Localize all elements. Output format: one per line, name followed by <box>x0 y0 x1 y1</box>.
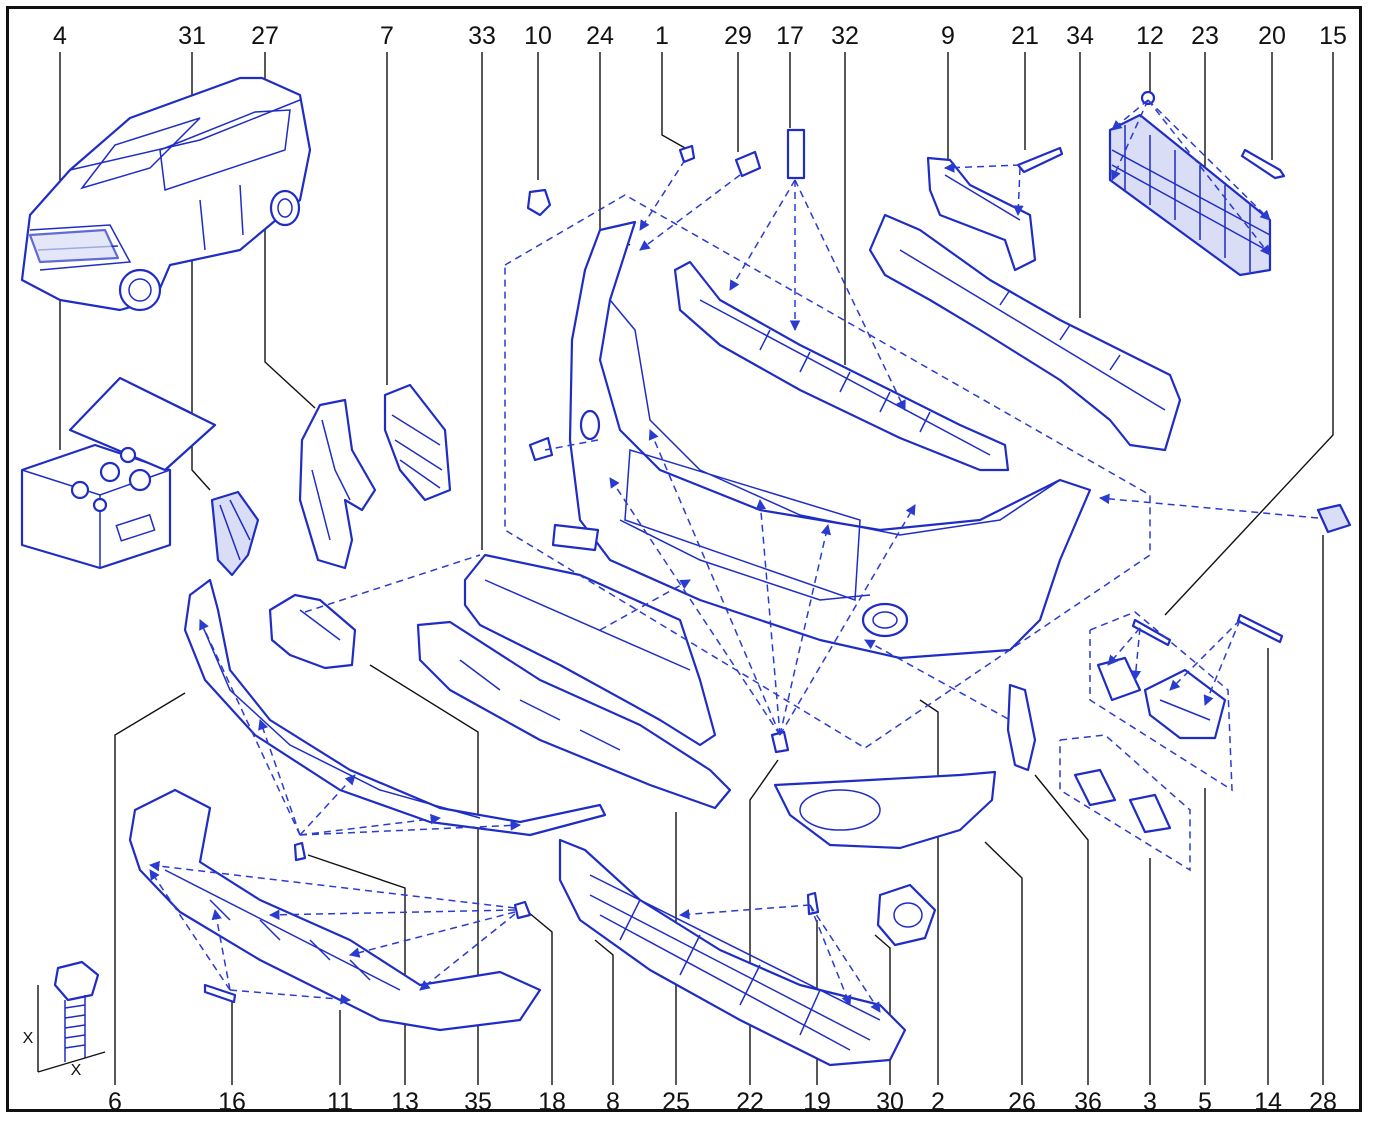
callout-34: 34 <box>1066 22 1094 50</box>
part-17-spacer <box>786 128 806 180</box>
part-7-grille-insert <box>383 383 452 502</box>
part-4-kit-box <box>20 376 217 570</box>
callout-2: 2 <box>931 1088 945 1116</box>
part-14-rivet <box>1236 613 1284 644</box>
callout-35: 35 <box>464 1088 492 1116</box>
callout-32: 32 <box>831 22 859 50</box>
callout-25: 25 <box>662 1088 690 1116</box>
callout-16: 16 <box>218 1088 246 1116</box>
callout-20: 20 <box>1258 22 1286 50</box>
part-21-rivet <box>1016 146 1064 174</box>
fasteners-bottom <box>203 730 820 1004</box>
callout-23: 23 <box>1191 22 1219 50</box>
part-15-rivet <box>1131 618 1172 647</box>
part-12-screw <box>1140 90 1156 106</box>
callout-14: 14 <box>1254 1088 1282 1116</box>
callout-6: 6 <box>108 1088 122 1116</box>
callout-33: 33 <box>468 22 496 50</box>
part-27-side-panel <box>298 398 377 570</box>
part-8-lower-grille <box>558 838 907 1067</box>
part-20-rivet <box>1240 148 1286 180</box>
top-callouts: 4 31 27 7 33 10 24 1 29 17 32 9 21 34 12… <box>53 22 1347 50</box>
part-13-clip <box>293 841 307 862</box>
callout-12: 12 <box>1136 22 1164 50</box>
callout-31: 31 <box>178 22 206 50</box>
part-33-grille-frame <box>463 553 717 747</box>
part-3-clips <box>1073 768 1172 834</box>
part-9-bracket <box>926 156 1037 272</box>
callout-15: 15 <box>1319 22 1347 50</box>
callout-24: 24 <box>586 22 614 50</box>
part-35-side-grille <box>268 593 357 670</box>
callout-7: 7 <box>380 22 394 50</box>
callout-8: 8 <box>606 1088 620 1116</box>
callout-26: 26 <box>1008 1088 1036 1116</box>
callout-19: 19 <box>803 1088 831 1116</box>
part-19-clip <box>806 891 820 916</box>
part-25-lower-spoiler <box>416 620 732 810</box>
callout-17: 17 <box>776 22 804 50</box>
part-18-screw <box>513 900 532 920</box>
part-6-trim-strip <box>183 578 607 837</box>
part-34-reinforcement <box>868 213 1182 452</box>
callout-27: 27 <box>251 22 279 50</box>
bottom-callouts: 6 16 11 13 35 18 8 25 22 19 30 2 26 36 3… <box>108 1088 1337 1116</box>
callout-4: 4 <box>53 22 67 50</box>
callout-1: 1 <box>655 22 669 50</box>
part-28-clip <box>1316 503 1352 534</box>
callout-11: 11 <box>327 1088 353 1116</box>
part-32-absorber <box>673 260 1010 472</box>
diagram-frame <box>6 6 1362 1112</box>
side-plug <box>528 436 554 462</box>
fasteners-top <box>678 90 1286 180</box>
part-2-bumper-cover <box>568 220 1092 660</box>
callout-29: 29 <box>724 22 752 50</box>
callout-30: 30 <box>876 1088 904 1116</box>
part-30-fog-light <box>876 883 937 947</box>
part-16-rivet <box>203 983 237 1004</box>
callout-13: 13 <box>391 1088 419 1116</box>
callout-21: 21 <box>1011 22 1039 50</box>
callout-18: 18 <box>538 1088 566 1116</box>
vehicle-illustration <box>20 76 312 312</box>
part-1-clip <box>678 144 696 164</box>
callout-9: 9 <box>941 22 955 50</box>
callout-36: 36 <box>1074 1088 1102 1116</box>
part-23-mesh <box>1108 113 1272 277</box>
callout-5: 5 <box>1198 1088 1212 1116</box>
dimension-label-x-horizontal: X <box>71 1062 82 1079</box>
part-31-bracket <box>210 490 260 577</box>
part-5-side-brackets <box>1096 613 1284 740</box>
callout-22: 22 <box>736 1088 764 1116</box>
assembly-lines <box>148 99 1319 1013</box>
dimension-label-x-vertical: X <box>23 1030 34 1047</box>
callout-28: 28 <box>1309 1088 1337 1116</box>
part-26-fog-bezel <box>773 770 997 850</box>
part-29-pad <box>734 150 762 178</box>
bolt-dimension-sketch: X X <box>23 960 106 1079</box>
plate-pad <box>551 523 600 552</box>
part-36-bracket <box>1006 683 1037 772</box>
callout-3: 3 <box>1143 1088 1157 1116</box>
part-10-plug <box>526 188 552 217</box>
callout-10: 10 <box>524 22 552 50</box>
